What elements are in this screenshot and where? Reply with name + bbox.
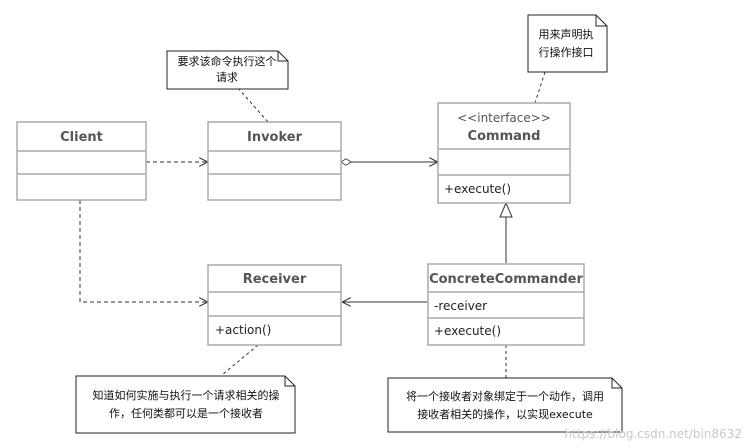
note-concrete[interactable]: 将一个接收者对象绑定于一个动作，调用 接收者相关的操作，以实现execute bbox=[387, 377, 623, 433]
command-note-link bbox=[534, 71, 546, 104]
watermark: https://blog.csdn.net/bin8632 bbox=[565, 427, 742, 441]
invoker-note-link bbox=[237, 87, 269, 123]
client-title: Client bbox=[60, 130, 103, 145]
receiver-method: +action() bbox=[215, 323, 271, 337]
client-receiver-dependency bbox=[79, 200, 207, 302]
receiver-note-line2: 作，任何类都可以是一个接收者 bbox=[109, 406, 263, 420]
class-client[interactable]: Client bbox=[16, 121, 147, 201]
class-concrete-commander[interactable]: ConcreteCommander -receiver +execute() bbox=[427, 263, 585, 346]
concrete-note-line2: 接收者相关的操作，以实现execute bbox=[417, 407, 593, 421]
receiver-note-line1: 知道如何实施与执行一个请求相关的操 bbox=[93, 388, 280, 402]
note-command[interactable]: 用来声明执 行操作接口 bbox=[527, 14, 608, 73]
class-invoker[interactable]: Invoker bbox=[207, 121, 342, 201]
concrete-method: +execute() bbox=[434, 324, 501, 338]
concrete-note-line1: 将一个接收者对象绑定于一个动作，调用 bbox=[406, 389, 604, 403]
command-method: +execute() bbox=[444, 182, 511, 196]
realization-triangle-icon bbox=[499, 201, 513, 218]
command-note-line1: 用来声明执 bbox=[539, 27, 594, 41]
concrete-field: -receiver bbox=[434, 299, 487, 313]
invoker-note-line1: 要求该命令执行这个 bbox=[178, 54, 277, 68]
note-receiver[interactable]: 知道如何实施与执行一个请求相关的操 作，任何类都可以是一个接收者 bbox=[75, 375, 296, 434]
class-receiver[interactable]: Receiver +action() bbox=[207, 264, 342, 346]
command-stereotype: <<interface>> bbox=[457, 111, 551, 125]
invoker-title: Invoker bbox=[247, 130, 303, 145]
command-title: Command bbox=[468, 129, 541, 144]
class-command[interactable]: <<interface>> Command +execute() bbox=[437, 102, 571, 204]
concrete-title: ConcreteCommander bbox=[429, 272, 583, 287]
receiver-title: Receiver bbox=[243, 272, 307, 287]
invoker-note-line2: 请求 bbox=[216, 71, 238, 84]
command-note-line2: 行操作接口 bbox=[539, 45, 594, 59]
note-invoker[interactable]: 要求该命令执行这个 请求 bbox=[166, 50, 289, 90]
receiver-note-link bbox=[221, 344, 259, 376]
